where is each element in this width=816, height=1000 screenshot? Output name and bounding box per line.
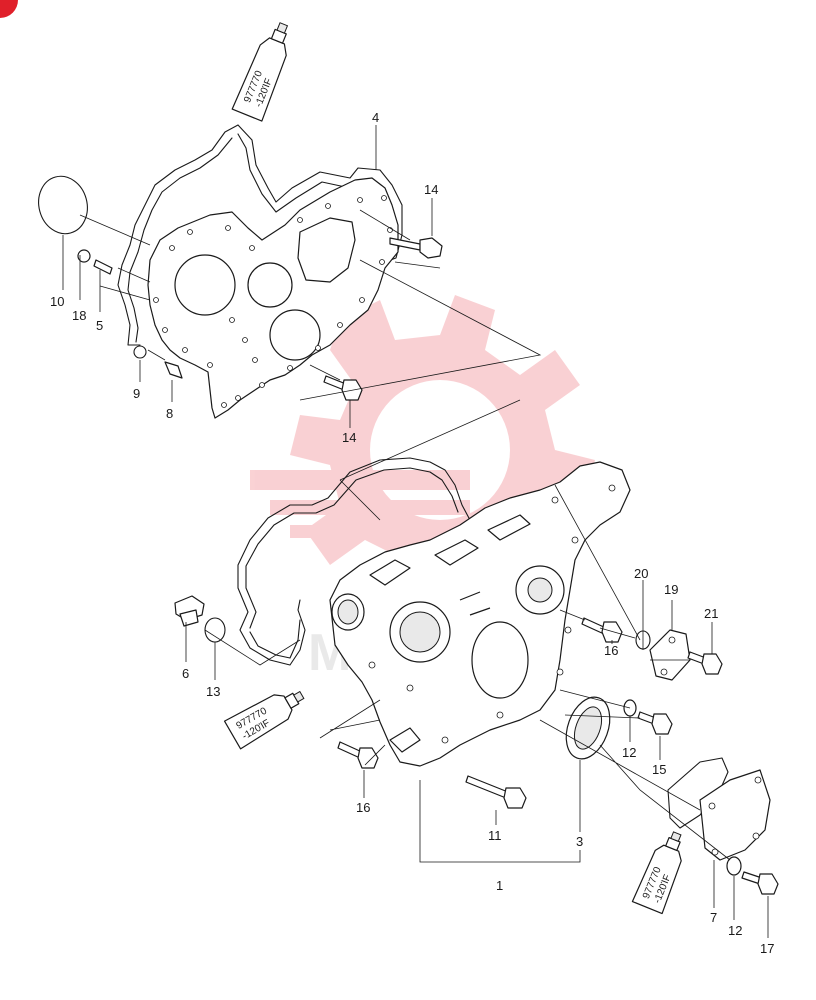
upper-gasket-inner [127, 133, 351, 343]
o-ring-10 [38, 175, 88, 235]
cover-ribs [369, 514, 531, 753]
callout-labels: 1 3 4 5 6 7 8 9 10 11 12 12 13 14 14 15 … [50, 110, 774, 956]
bolt-11 [465, 775, 527, 809]
oil-seal-3 [565, 696, 611, 760]
lower-gasket [237, 457, 489, 666]
sealant-tube-left: 977770 -120ΊF [223, 690, 305, 750]
lower-guide-lines [204, 479, 731, 861]
callout-3: 3 [576, 834, 583, 849]
cover-plate-19 [649, 629, 691, 681]
plate-bolt-holes [153, 195, 393, 408]
callout-12-upper: 12 [622, 745, 636, 760]
o-ring-9 [133, 345, 147, 359]
callout-16-left: 16 [356, 800, 370, 815]
corner-badge [0, 0, 18, 18]
sealant-tube-top: 977770 -120ΊF [231, 22, 289, 122]
callout-10: 10 [50, 294, 64, 309]
o-ring-13 [204, 617, 226, 643]
upper-gasket [117, 124, 403, 346]
callout-12-lower: 12 [728, 923, 742, 938]
callout-8: 8 [166, 406, 173, 421]
callout-9: 9 [133, 386, 140, 401]
plate-hole-large [174, 254, 236, 316]
plate-window [297, 217, 356, 283]
callout-16-right: 16 [604, 643, 618, 658]
callout-1: 1 [496, 878, 503, 893]
bolt-14-top [389, 237, 443, 259]
sealant-tube-right: 977770 -120ΊF [631, 831, 682, 915]
plate-hole-low [269, 309, 321, 361]
cover-boss-inner [527, 577, 553, 603]
stud-5 [93, 259, 113, 275]
leader-lines [62, 125, 769, 938]
bolt-16-right [581, 617, 623, 643]
callout-20: 20 [634, 566, 648, 581]
callout-11: 11 [488, 828, 502, 843]
callout-21: 21 [704, 606, 718, 621]
callout-17: 17 [760, 941, 774, 956]
washer-12-lower [726, 856, 742, 876]
cover-filler-neck-inner [337, 599, 359, 625]
plate-7 [699, 769, 771, 861]
callout-4: 4 [372, 110, 379, 125]
filler-cap-6 [174, 595, 205, 627]
callout-18: 18 [72, 308, 86, 323]
callout-19: 19 [664, 582, 678, 597]
callout-15: 15 [652, 762, 666, 777]
bolt-21 [687, 651, 723, 675]
timing-cover-body [329, 461, 631, 767]
lower-gasket-inner [245, 467, 459, 659]
dowel-pin-8 [164, 361, 183, 379]
plate-7-holes [708, 776, 762, 856]
bolt-16-left [337, 741, 379, 769]
cover-bore-center [471, 621, 529, 699]
callout-7: 7 [710, 910, 717, 925]
bolt-14-bottom [323, 375, 363, 401]
callout-14-bottom: 14 [342, 430, 356, 445]
nut-18 [77, 249, 91, 263]
bolt-17 [741, 871, 779, 895]
callout-13: 13 [206, 684, 220, 699]
upper-guide-lines [79, 209, 542, 481]
bolt-15 [637, 711, 673, 735]
cover-bolt-holes [368, 484, 616, 744]
callout-14-top: 14 [424, 182, 438, 197]
callout-5: 5 [96, 318, 103, 333]
cover-bore-left-inner [399, 611, 441, 653]
callout-6: 6 [182, 666, 189, 681]
plate-hole-mid [247, 262, 293, 308]
